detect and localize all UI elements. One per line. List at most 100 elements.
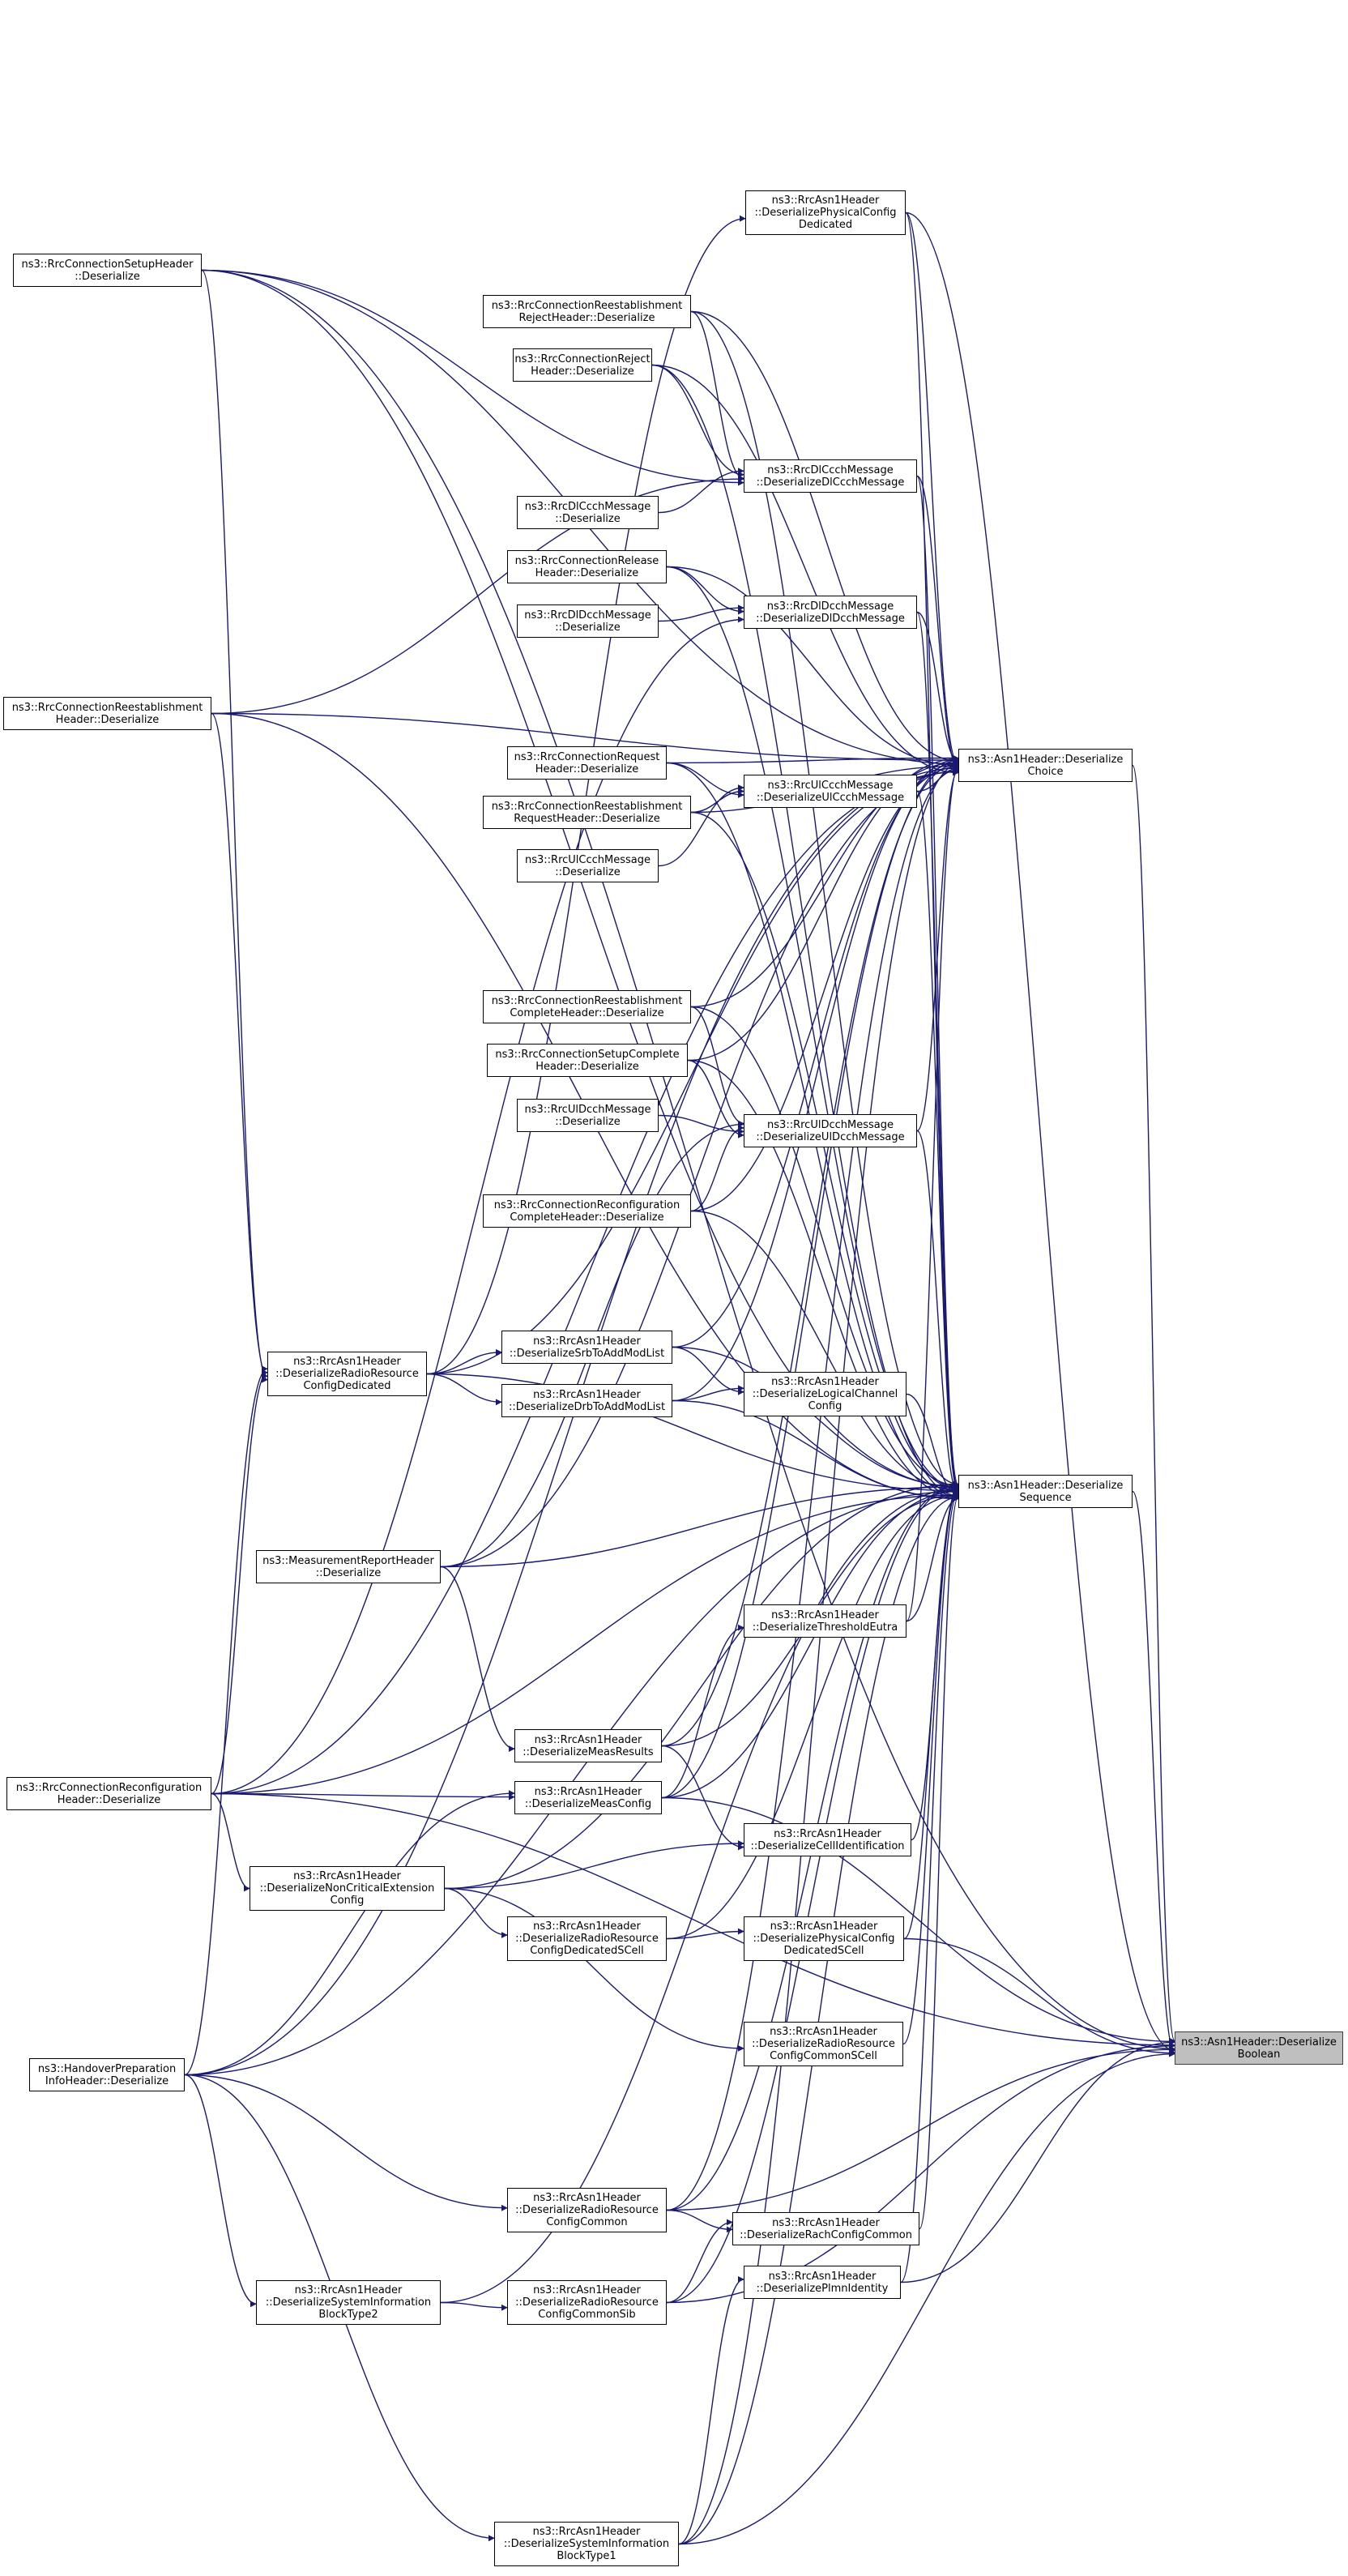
edge-rrcReconf-to-choice xyxy=(211,768,959,1795)
node-dl-ccch-msg[interactable]: ns3::RrcDlCcchMessage ::DeserializeDlCcc… xyxy=(744,459,917,493)
edge-connRelease-to-sequence xyxy=(666,566,959,1492)
node-setup-complete[interactable]: ns3::RrcConnectionSetupComplete Header::… xyxy=(487,1044,688,1077)
edge-reconfComplete-to-sequence xyxy=(690,1210,959,1493)
edge-measConfig-to-choice xyxy=(661,757,959,1799)
edge-rrcReestab-to-radioResDed xyxy=(211,712,268,1380)
edge-handover-to-choice xyxy=(184,765,959,2076)
node-ul-ccch-des[interactable]: ns3::RrcUlCcchMessage ::Deserialize xyxy=(517,849,659,882)
node-rrc-reconf[interactable]: ns3::RrcConnectionReconfiguration Header… xyxy=(6,1777,211,1810)
edge-reconfComplete-to-ulDcchMsg xyxy=(690,1124,744,1212)
edge-sib1-to-sequence xyxy=(678,1493,959,2545)
edge-ulCcchDes-to-ulCcchMsg xyxy=(658,784,744,867)
node-ul-ccch-msg[interactable]: ns3::RrcUlCcchMessage ::DeserializeUlCcc… xyxy=(744,775,917,808)
node-meas-results[interactable]: ns3::RrcAsn1Header ::DeserializeMeasResu… xyxy=(514,1729,662,1762)
node-ul-dcch-msg[interactable]: ns3::RrcUlDcchMessage ::DeserializeUlDcc… xyxy=(744,1114,917,1147)
node-sequence[interactable]: ns3::Asn1Header::Deserialize Sequence xyxy=(958,1475,1133,1508)
edge-physCfgDedSCell-to-bool xyxy=(903,1937,1175,2057)
edge-plmnIdent-to-bool xyxy=(900,2039,1175,2283)
edge-handover-to-radioResDed xyxy=(184,1365,268,2076)
edge-reestabReject-to-dlCcchMsg xyxy=(690,310,744,482)
edge-dlDcchMsg-to-sequence xyxy=(916,611,959,1489)
edge-rrcReconf-to-bool xyxy=(211,1792,1175,2048)
edge-ulCcchMsg-to-sequence xyxy=(916,790,959,1497)
edge-connRequest-to-ulCcchMsg xyxy=(666,762,744,798)
edge-radioResCommonSCell-to-sequence xyxy=(902,1485,959,2045)
edge-radioResCommonSib-to-sequence xyxy=(666,1482,959,2304)
node-srb-list[interactable]: ns3::RrcAsn1Header ::DeserializeSrbToAdd… xyxy=(501,1331,672,1364)
edge-rrcReestab-to-choice xyxy=(211,712,959,764)
node-meas-config[interactable]: ns3::RrcAsn1Header ::DeserializeMeasConf… xyxy=(514,1781,662,1814)
edge-ulDcchMsg-to-choice xyxy=(916,767,959,1132)
edge-measResults-to-cellIdent xyxy=(661,1745,744,1851)
edge-threshEutra-to-choice xyxy=(906,764,959,1622)
edge-radioResCommon-to-choice xyxy=(666,765,959,2211)
edge-sib2-to-radioResCommonSib xyxy=(440,2301,508,2311)
node-reestab-reject[interactable]: ns3::RrcConnectionReestablishment Reject… xyxy=(483,295,691,328)
node-thresh-eutra[interactable]: ns3::RrcAsn1Header ::DeserializeThreshol… xyxy=(744,1604,906,1638)
node-dl-dcch-des[interactable]: ns3::RrcDlDcchMessage ::Deserialize xyxy=(517,604,659,638)
edge-dlCcchDes-to-dlCcchMsg xyxy=(658,468,744,514)
edge-rrcReconf-to-measConfig xyxy=(211,1792,515,1801)
edge-connReject-to-sequence xyxy=(651,364,959,1499)
node-ul-dcch-des[interactable]: ns3::RrcUlDcchMessage ::Deserialize xyxy=(517,1099,659,1132)
edge-ulDcchMsg-to-sequence xyxy=(916,1130,959,1497)
node-phys-cfg-ded[interactable]: ns3::RrcAsn1Header ::DeserializePhysical… xyxy=(745,190,906,235)
node-radio-res-ded[interactable]: ns3::RrcAsn1Header ::DeserializeRadioRes… xyxy=(267,1352,427,1396)
node-radio-res-ded-scell[interactable]: ns3::RrcAsn1Header ::DeserializeRadioRes… xyxy=(507,1916,667,1961)
edge-handover-to-sib2 xyxy=(184,2074,257,2308)
node-reestab-request[interactable]: ns3::RrcConnectionReestablishment Reques… xyxy=(483,796,691,829)
node-radio-res-common[interactable]: ns3::RrcAsn1Header ::DeserializeRadioRes… xyxy=(507,2188,667,2232)
edge-radioResCommon-to-bool xyxy=(666,2046,1175,2211)
edge-srbList-to-sequence xyxy=(672,1346,959,1490)
node-radio-res-common-sib[interactable]: ns3::RrcAsn1Header ::DeserializeRadioRes… xyxy=(507,2280,667,2325)
node-non-crit-ext[interactable]: ns3::RrcAsn1Header ::DeserializeNonCriti… xyxy=(250,1866,445,1911)
edge-connReject-to-choice xyxy=(651,364,959,776)
node-sib1[interactable]: ns3::RrcAsn1Header ::DeserializeSystemIn… xyxy=(494,2522,679,2566)
node-logical-ch[interactable]: ns3::RrcAsn1Header ::DeserializeLogicalC… xyxy=(744,1372,906,1416)
edge-radioResCommonSib-to-rachCfgCommon xyxy=(666,2219,733,2304)
edge-radioResDedSCell-to-physCfgDedSCell xyxy=(666,1928,744,1940)
node-cell-ident[interactable]: ns3::RrcAsn1Header ::DeserializeCellIden… xyxy=(744,1823,911,1856)
edge-nonCritExt-to-sequence xyxy=(444,1480,959,1890)
node-dl-ccch-des[interactable]: ns3::RrcDlCcchMessage ::Deserialize xyxy=(517,496,659,529)
edge-choice-to-bool xyxy=(1132,764,1175,2044)
edge-rachCfgCommon-to-sequence xyxy=(919,1493,959,2230)
edge-sib1-to-choice xyxy=(678,761,959,2545)
node-handover[interactable]: ns3::HandoverPreparation InfoHeader::Des… xyxy=(29,2058,185,2091)
node-dl-dcch-msg[interactable]: ns3::RrcDlDcchMessage ::DeserializeDlDcc… xyxy=(744,596,917,629)
node-reestab-complete[interactable]: ns3::RrcConnectionReestablishment Comple… xyxy=(483,990,691,1023)
node-plmn-ident[interactable]: ns3::RrcAsn1Header ::DeserializePlmnIden… xyxy=(744,2266,901,2299)
node-reconf-complete[interactable]: ns3::RrcConnectionReconfiguration Comple… xyxy=(483,1194,691,1228)
edge-reestabComplete-to-sequence xyxy=(690,1006,959,1489)
edge-rrcSetup-to-bool xyxy=(201,269,1175,2053)
edge-rrcSetup-to-dlCcchMsg xyxy=(201,269,744,486)
node-conn-release[interactable]: ns3::RrcConnectionRelease Header::Deseri… xyxy=(507,550,667,583)
node-rrc-setup[interactable]: ns3::RrcConnectionSetupHeader ::Deserial… xyxy=(13,254,202,287)
edge-nonCritExt-to-cellIdent xyxy=(444,1840,744,1890)
edge-setupComplete-to-ulDcchMsg xyxy=(687,1059,744,1138)
edge-drbList-to-logicalCh xyxy=(672,1385,744,1402)
node-conn-reject[interactable]: ns3::RrcConnectionReject Header::Deseria… xyxy=(513,348,652,382)
edge-handover-to-radioResCommon xyxy=(184,2074,508,2211)
edge-measConfig-to-threshEutra xyxy=(661,1624,744,1799)
edge-measResults-to-choice xyxy=(661,760,959,1747)
edge-connReject-to-dlCcchMsg xyxy=(651,364,744,478)
edge-dlDcchDes-to-dlDcchMsg xyxy=(658,604,744,622)
node-conn-request[interactable]: ns3::RrcConnectionRequest Header::Deseri… xyxy=(507,746,667,780)
node-radio-res-common-scell[interactable]: ns3::RrcAsn1Header ::DeserializeRadioRes… xyxy=(744,2022,903,2066)
edge-connRelease-to-dlDcchMsg xyxy=(666,566,744,615)
edge-srbList-to-logicalCh xyxy=(672,1346,744,1395)
edge-rrcReconf-to-nonCritExt xyxy=(211,1792,250,1892)
node-rrc-reestab[interactable]: ns3::RrcConnectionReestablishment Header… xyxy=(3,697,211,730)
node-choice[interactable]: ns3::Asn1Header::Deserialize Choice xyxy=(958,749,1133,782)
edge-sib1-to-plmnIdent xyxy=(678,2275,744,2545)
node-drb-list[interactable]: ns3::RrcAsn1Header ::DeserializeDrbToAdd… xyxy=(501,1384,672,1417)
node-bool[interactable]: ns3::Asn1Header::Deserialize Boolean xyxy=(1175,2031,1343,2065)
edge-nonCritExt-to-radioResDedSCell xyxy=(444,1887,508,1938)
edge-measConfig-to-bool xyxy=(661,1796,1175,2045)
node-rach-cfg-common[interactable]: ns3::RrcAsn1Header ::DeserializeRachConf… xyxy=(732,2212,919,2245)
node-meas-report[interactable]: ns3::MeasurementReportHeader ::Deseriali… xyxy=(256,1550,441,1583)
node-sib2[interactable]: ns3::RrcAsn1Header ::DeserializeSystemIn… xyxy=(256,2280,441,2325)
node-phys-cfg-ded-scell[interactable]: ns3::RrcAsn1Header ::DeserializePhysical… xyxy=(744,1916,904,1961)
